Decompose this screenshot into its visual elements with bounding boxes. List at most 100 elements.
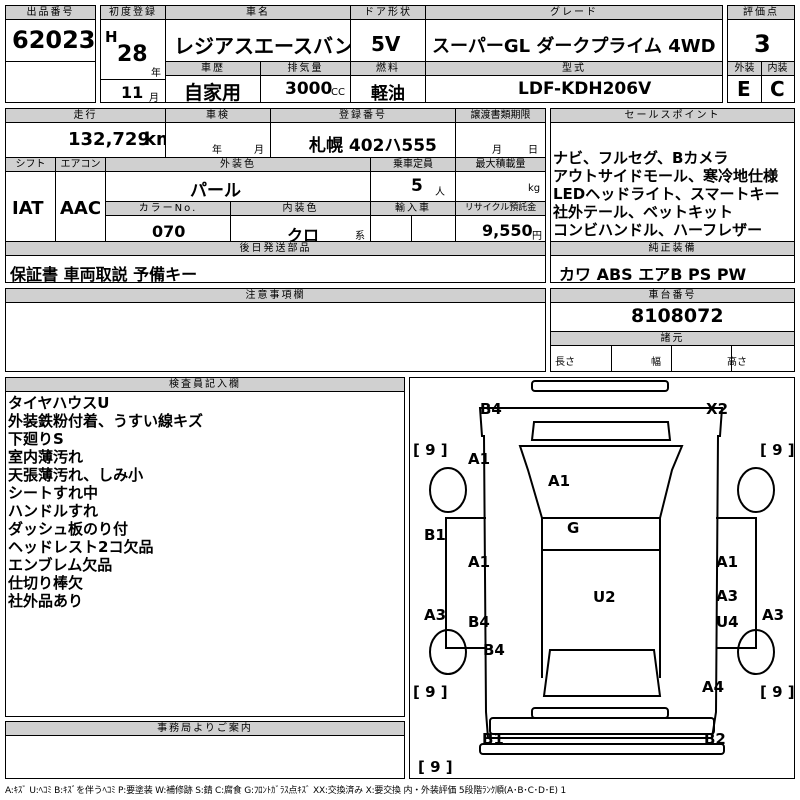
height-label: 高さ: [727, 357, 747, 368]
sales-points-label: セールスポイント: [551, 109, 794, 123]
damage-u2: U2: [593, 588, 616, 606]
rear-gate: [489, 717, 715, 735]
recycle-unit: 円: [532, 231, 542, 242]
first-reg-month-unit: 月: [149, 93, 159, 104]
transfer-box: 譲渡書類期限 月 日: [455, 108, 546, 158]
car-diagram: [429, 380, 775, 755]
score-box: 評価点 3: [727, 5, 795, 62]
chassis-box: 車台番号 8108072 諸元 長さ 幅 高さ: [550, 288, 795, 372]
first-reg-year: 28: [117, 42, 148, 67]
first-reg-year-unit: 年: [151, 68, 161, 79]
inspector-line: 天張薄汚れ、しみ小: [8, 466, 144, 484]
ext-color-box: 外装色 パール: [105, 157, 371, 202]
front-bumper: [531, 380, 669, 392]
tire-tread-value: 9: [425, 441, 436, 459]
int-score: C: [770, 77, 785, 101]
first-registration-box: 初度登録 H 28 年 11 月: [100, 5, 166, 104]
first-reg-era: H: [105, 28, 118, 46]
grade-box: グレード スーパーGL ダークプライム 4WD: [425, 5, 723, 62]
score-value: 3: [754, 30, 771, 58]
equipment-label: 純正装備: [551, 242, 794, 256]
damage-u4: U4: [716, 613, 739, 631]
recycle-value: 9,550: [482, 221, 533, 240]
transfer-month-unit: 月: [492, 145, 502, 156]
sales-point-line: コンビハンドル、ハーフレザー: [553, 221, 763, 239]
fuel-label: 燃料: [351, 62, 425, 76]
plate-value: 札幌 402ハ555: [309, 136, 437, 156]
inspector-line: シートすれ中: [8, 484, 99, 502]
capacity-box: 乗車定員 5 人: [370, 157, 456, 202]
color-no-box: カラーNo. 070: [105, 201, 231, 242]
inspector-line: 室内薄汚れ: [8, 448, 84, 466]
model-code: LDF-KDH206V: [518, 79, 652, 99]
inspector-line: 仕切り棒欠: [8, 574, 84, 592]
color-no-label: カラーNo.: [106, 202, 230, 216]
color-no-value: 070: [152, 222, 186, 241]
mileage-box: 走行 132,729 km: [5, 108, 175, 158]
model-code-box: 型式 LDF-KDH206V: [425, 61, 723, 103]
body-outline: [478, 407, 724, 739]
chassis-label: 車台番号: [551, 289, 794, 303]
damage-b2: B2: [704, 730, 726, 748]
later-parts-label: 後日発送部品: [6, 242, 545, 256]
transfer-label: 譲渡書類期限: [456, 109, 545, 123]
office-label: 事務局よりご案内: [6, 722, 404, 736]
ext-score: E: [737, 77, 751, 101]
history-box: 車歴 自家用: [165, 61, 261, 104]
cabin-outline: [518, 445, 684, 519]
damage-x2: X2: [706, 400, 729, 418]
grade-value: スーパーGL ダークプライム 4WD: [432, 36, 716, 57]
int-color-unit: 系: [355, 231, 365, 242]
damage-b4-lower: B4: [483, 641, 505, 659]
int-score-label: 内装: [761, 62, 794, 76]
damage-b1-left: B1: [424, 526, 446, 544]
inspector-line: タイヤハウスU: [8, 394, 110, 412]
shift-label: シフト: [6, 158, 55, 172]
tire-tread-value: 9: [772, 441, 783, 459]
rear-bumper: [531, 707, 669, 719]
inspector-line: ヘッドレスト2コ欠品: [8, 538, 154, 556]
capacity-label: 乗車定員: [371, 158, 455, 172]
max-load-unit: kg: [528, 183, 541, 194]
sub-score-box: 外装 内装 E C: [727, 61, 795, 103]
car-name-label: 車名: [166, 6, 350, 20]
aircon-label: エアコン: [56, 158, 105, 172]
notes-box: 注意事項欄: [5, 288, 546, 372]
capacity-value: 5: [411, 176, 423, 196]
tire-tread-value: 9: [430, 758, 441, 776]
dimensions-label: 諸元: [551, 331, 794, 346]
tire-rear-right: [737, 629, 775, 675]
fuel-box: 燃料 軽油: [350, 61, 426, 104]
plate-box: 登録番号 札幌 402ハ555: [270, 108, 456, 158]
later-parts-value: 保証書 車両取説 予備キー: [10, 265, 198, 284]
history-value: 自家用: [184, 82, 242, 104]
notes-label: 注意事項欄: [6, 289, 545, 303]
width-label: 幅: [651, 357, 661, 368]
aircon-value: AAC: [60, 198, 102, 219]
inspector-box: 検査員記入欄 タイヤハウスU 外装鉄粉付着、うすい線キズ 下廻りS 室内薄汚れ …: [5, 377, 405, 717]
damage-a3-left: A3: [424, 606, 447, 624]
damage-a4: A4: [702, 678, 725, 696]
history-label: 車歴: [166, 62, 260, 76]
equipment-box: 純正装備 カワ ABS エアB PS PW: [550, 241, 795, 284]
tire-tread-rear-left: [ 9 ]: [413, 683, 448, 701]
divider: [761, 62, 762, 102]
inspection-year-unit: 年: [212, 145, 222, 156]
car-diagram-box: B4 X2 A1 A1 G B1 A1 A1 U2 A3 A3 B4 U4 A3…: [409, 377, 795, 779]
import-label: 輸入車: [371, 202, 455, 216]
int-color-label: 内装色: [231, 202, 370, 216]
tire-tread-value: 9: [772, 683, 783, 701]
windshield: [530, 421, 672, 441]
damage-g: G: [567, 519, 580, 537]
later-parts-box: 後日発送部品 保証書 車両取説 予備キー: [5, 241, 546, 284]
transfer-day-unit: 日: [528, 145, 538, 156]
divider: [611, 345, 612, 372]
sales-points-box: セールスポイント ナビ、フルセグ、Bカメラ アウトサイドモール、寒冷地仕様 LE…: [550, 108, 795, 242]
max-load-label: 最大積載量: [456, 158, 545, 172]
inspector-line: 外装鉄粉付着、うすい線キズ: [8, 412, 204, 430]
inspector-label: 検査員記入欄: [6, 378, 404, 392]
door-box: ドア形状 5V: [350, 5, 426, 62]
car-name-box: 車名 レジアスエースバン: [165, 5, 354, 62]
score-label: 評価点: [728, 6, 794, 20]
inspector-line: 社外品あり: [8, 592, 84, 610]
